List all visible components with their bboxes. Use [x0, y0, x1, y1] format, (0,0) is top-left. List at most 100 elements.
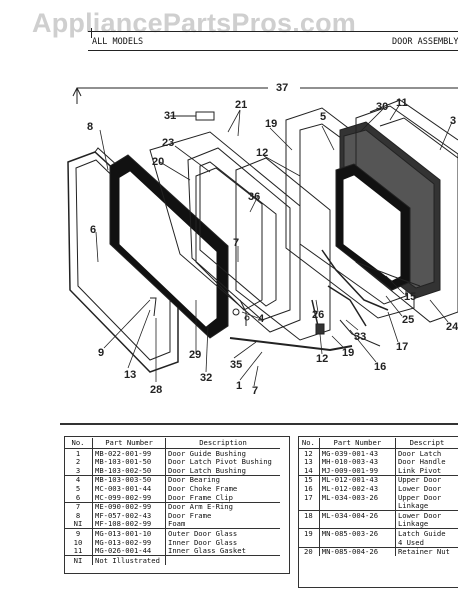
callout-7-mid: 7	[233, 237, 239, 249]
cell-part-number: MN-085-003-26	[319, 528, 396, 538]
cell-no: 8	[64, 511, 93, 520]
callout-32: 32	[200, 372, 212, 384]
cell-no: 3	[64, 466, 93, 476]
callout-11: 11	[396, 97, 408, 109]
cell-part-number: MG-013-001-10	[92, 528, 166, 538]
cell-description: Upper Door	[397, 492, 442, 502]
callout-6: 6	[90, 224, 96, 236]
col-header-no: No.	[298, 438, 320, 449]
cell-part-number	[319, 519, 396, 529]
callout-26: 26	[312, 309, 324, 321]
cell-description: Door Handle	[397, 457, 446, 467]
cell-description: Outer Door Glass	[165, 528, 280, 538]
cell-part-number	[319, 501, 396, 511]
cell-no	[298, 501, 320, 511]
cell-no: 10	[64, 537, 93, 547]
callout-35: 35	[230, 359, 242, 371]
cell-no: 13	[298, 457, 320, 467]
callout-7-bottom: 7	[252, 385, 258, 397]
callout-15: 15	[404, 291, 416, 303]
cell-part-number: ML-034-004-26	[319, 510, 396, 520]
callout-31: 31	[164, 110, 176, 122]
table-header-row: No. Part Number Description	[64, 438, 280, 449]
cell-no	[298, 519, 320, 529]
cell-description: Door Bearing	[165, 474, 280, 485]
cell-part-number: MB-103-002-50	[92, 466, 166, 476]
cell-part-number: Not Illustrated	[92, 555, 166, 565]
cell-no: 9	[64, 528, 93, 538]
cell-description: Lower Door	[395, 510, 458, 520]
cell-description: Retainer Nut	[395, 546, 458, 557]
col-header-description: Descript	[395, 438, 458, 449]
cell-part-number: ME-090-002-99	[92, 501, 166, 512]
cell-part-number: MH-010-003-43	[319, 457, 396, 467]
cell-part-number: MC-099-002-99	[92, 492, 166, 503]
cell-no: NI	[64, 519, 93, 529]
table-header-row: No. Part Number Descript	[298, 438, 458, 449]
callout-37: 37	[276, 82, 288, 94]
cell-part-number: ML-012-002-43	[319, 484, 396, 493]
header-tick	[91, 28, 92, 38]
cell-part-number	[319, 537, 396, 548]
cell-no: 20	[298, 546, 320, 557]
cell-description: Latch Guide	[395, 528, 458, 538]
header-models: ALL MODELS	[92, 37, 144, 47]
cell-no: 15	[298, 474, 320, 485]
cell-no: 16	[298, 484, 320, 493]
callout-30: 30	[376, 101, 388, 113]
cell-description: Linkage	[397, 501, 429, 511]
cell-part-number: MB-103-003-50	[92, 474, 166, 485]
cell-description: Lower Door	[397, 484, 442, 494]
cell-description: Linkage	[397, 519, 429, 529]
col-header-description: Description	[165, 438, 280, 449]
callout-24: 24	[446, 321, 458, 333]
cell-description: Inner Door Glass	[168, 537, 238, 547]
callout-17: 17	[396, 341, 408, 353]
page-header: ALL MODELS DOOR ASSEMBLY	[88, 28, 458, 51]
cell-description: Door Latch Pivot Bushing	[168, 457, 272, 467]
col-header-no: No.	[64, 438, 93, 449]
callout-12-bottom: 12	[316, 353, 328, 365]
callout-1: 1	[236, 380, 242, 392]
cell-description: 4 Used	[397, 537, 424, 547]
cell-part-number: MF-057-002-43	[92, 511, 166, 520]
cell-part-number: MB-103-001-50	[92, 457, 166, 467]
callout-19: 19	[265, 118, 277, 130]
section-divider	[60, 423, 458, 425]
cell-no: 2	[64, 457, 93, 467]
callout-5: 5	[320, 111, 326, 123]
cell-no: 7	[64, 501, 93, 512]
header-section-title: DOOR ASSEMBLY	[392, 37, 458, 47]
cell-description: Door Latch Bushing	[168, 465, 246, 475]
callout-21: 21	[235, 99, 247, 111]
cell-description: Door Frame Clip	[168, 492, 233, 502]
callout-25: 25	[402, 314, 414, 326]
cell-part-number: MN-085-004-26	[319, 546, 396, 557]
callout-13: 13	[124, 369, 136, 381]
cell-no: 14	[298, 466, 320, 476]
cell-part-number: MG-013-002-99	[92, 537, 166, 547]
cell-no: 5	[64, 484, 93, 493]
cell-part-number: ML-034-003-26	[319, 492, 396, 502]
callout-16: 16	[374, 361, 386, 373]
cell-description: Link Pivot	[397, 465, 442, 475]
callout-29: 29	[189, 349, 201, 361]
